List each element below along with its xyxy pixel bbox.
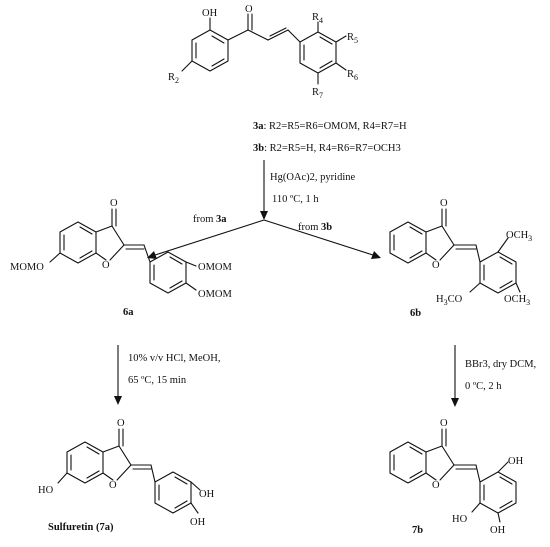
step2a-line2: 65 ºC, 15 min [128,375,187,386]
c7a-label: Sulfuretin (7a) [48,522,114,533]
c6b-och3-1: OCH3 [506,230,532,243]
c6a-ring-o: O [102,260,110,271]
c6b-och3-3: OCH3 [504,294,530,307]
c7b-label: 7b [412,525,423,536]
c3-r4-label: R4 [312,12,323,25]
c3-oh-label: OH [202,8,218,19]
c6a-label: 6a [123,307,134,318]
c7a-ketone-o: O [117,418,125,429]
def-3a: 3a: R2=R5=R6=OMOM, R4=R7=H [253,121,407,132]
compound-7a-structure [57,428,201,514]
c7b-ketone-o: O [440,418,448,429]
compound-3-structure [181,13,347,85]
c7b-oh-2: OH [490,525,506,536]
step1-from-3a: from 3a [193,214,227,225]
c6b-ring-o: O [432,260,440,271]
c3-carbonyl-o-label: O [245,4,253,15]
c6a-omom-1: OMOM [198,262,233,273]
step1-arrows [147,160,381,259]
step1-reagent: Hg(OAc)2, pyridine [270,172,355,183]
c7a-oh-2: OH [190,517,206,528]
c7a-oh-1: OH [199,489,215,500]
c3-r7-label: R7 [312,87,323,100]
c6a-omom-2: OMOM [198,289,233,300]
c3-r6-label: R6 [347,69,358,82]
c6a-ketone-o: O [110,198,118,209]
compound-7b-structure [389,428,517,523]
def-3b: 3b: R2=R5=H, R4=R6=R7=OCH3 [253,143,401,154]
c6a-momo: MOMO [10,262,44,273]
c7b-ring-o: O [432,480,440,491]
c7b-ho: HO [452,514,468,525]
c6b-h3co: H3CO [436,294,463,307]
step2b-line1: BBr3, dry DCM, [465,359,536,370]
step2a-line1: 10% v/v HCl, MeOH, [128,353,220,364]
step2-arrows [114,345,459,407]
step1-from-3b: from 3b [298,222,332,233]
c3-r2-label: R2 [168,72,179,85]
step2b-line2: 0 ºC, 2 h [465,381,502,392]
compound-6b-structure [389,208,521,294]
step1-conditions: 110 ºC, 1 h [272,194,319,205]
c7a-ring-o: O [109,480,117,491]
c7b-oh-1: OH [508,456,524,467]
c7a-ho: HO [38,485,54,496]
c3-r5-label: R5 [347,32,358,45]
c6b-ketone-o: O [440,198,448,209]
c6b-label: 6b [410,308,421,319]
compound-6a-structure [49,208,197,294]
